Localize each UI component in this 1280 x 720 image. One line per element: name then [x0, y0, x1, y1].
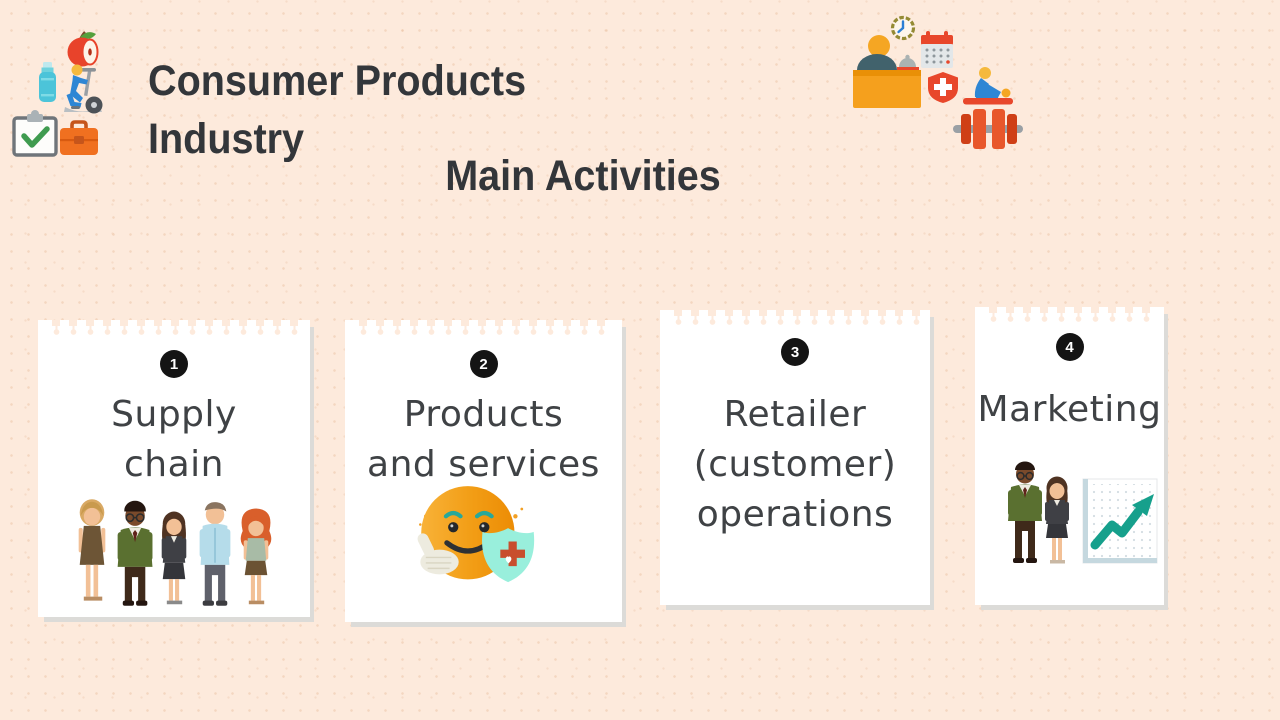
water-bottle-icon [39, 62, 56, 102]
card-title: Marketing [977, 389, 1162, 430]
business-team-illustration [78, 499, 272, 606]
notepad-perforation [670, 310, 920, 326]
card-number-badge: 3 [781, 338, 809, 366]
first-aid-icon [928, 72, 958, 103]
reception-counter-icon [853, 35, 921, 108]
person-woman-gray-suit [1045, 476, 1069, 564]
notepad-perforation [355, 320, 612, 336]
person-man-green-cardigan [1008, 461, 1042, 563]
emoji-eye [448, 522, 459, 533]
emoji-eyebrow [443, 511, 463, 519]
activity-card-retailer-operations: 3 Retailer (customer) operations [660, 310, 930, 605]
notepad-perforation [48, 320, 300, 336]
elliptical-trainer-icon [64, 64, 103, 114]
page-title-line1: Consumer Products [148, 57, 527, 105]
emoji-eyebrow [474, 511, 494, 519]
wellness-icons-right [853, 15, 1023, 149]
page-title: Consumer Products Industry [148, 52, 526, 168]
page-title-line2: Industry [148, 115, 305, 163]
emoji-eye [479, 522, 490, 533]
wall-clock-icon [890, 15, 916, 41]
activity-card-products-services: 2 Products and services [345, 320, 622, 622]
card-number-badge: 1 [160, 350, 188, 378]
person-redhead-woman [240, 508, 272, 605]
card-title: Retailer (customer) operations [693, 394, 897, 535]
card-title: Supply chain [111, 394, 237, 485]
activity-card-supply-chain: 1 Supply chain [38, 320, 310, 617]
card-title: Products and services [367, 394, 600, 485]
clipboard-check-icon [12, 110, 58, 157]
notepad-perforation [985, 307, 1154, 323]
person-blonde-woman [78, 499, 106, 601]
activity-card-marketing: 4 Marketing [975, 307, 1164, 605]
briefcase-icon [60, 120, 98, 155]
growth-chart-icon [1082, 478, 1158, 564]
thumbs-up-emoji-illustration [417, 486, 535, 583]
calendar-icon [921, 31, 953, 68]
presenters-with-chart-illustration [1008, 461, 1158, 564]
healthy-lifestyle-icons-left [12, 31, 103, 157]
health-shield-icon [482, 528, 535, 583]
dumbbell-icon [953, 109, 1023, 149]
thumbs-up-hand [417, 533, 459, 575]
card-number-badge: 2 [469, 350, 498, 378]
person-man-blue-shirt [199, 502, 231, 606]
card-number-badge: 4 [1055, 333, 1084, 361]
person-woman-gray-suit [161, 511, 187, 605]
person-man-green-cardigan [117, 500, 153, 606]
massage-icon [963, 67, 1013, 105]
apple-icon [67, 31, 99, 67]
section-subtitle: Main Activities [445, 152, 721, 200]
